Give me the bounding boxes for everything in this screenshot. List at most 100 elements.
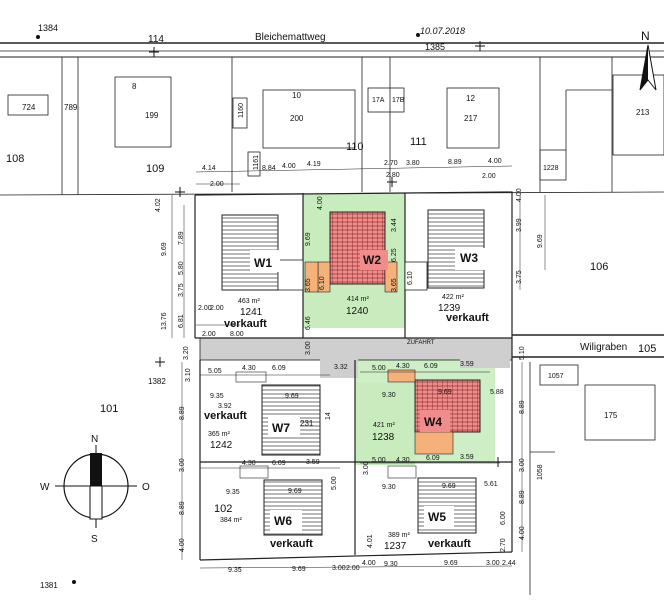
dim-9-35-a: 9.35	[210, 393, 224, 400]
lot-w5-parcel: 1237	[384, 541, 407, 552]
dim-3-92: 3.92	[218, 403, 232, 410]
house-17a: 17A	[372, 97, 385, 104]
dim-2-00-c: 2.00	[198, 305, 212, 312]
lot-w7-label: W7	[272, 421, 290, 435]
building-w7	[235, 371, 321, 456]
lot-w5-status: verkauft	[428, 538, 471, 550]
dim-6-81: 6.81	[178, 314, 185, 328]
lot-w5-area: 389 m²	[388, 532, 410, 539]
dim-6-09-a: 6.09	[272, 365, 286, 372]
dim-4-30-d: 4.30	[396, 457, 410, 464]
dim-3-99: 3.99	[516, 218, 523, 232]
dim-4-00-b: 4.00	[488, 158, 502, 165]
lot-w3-parcel: 1239	[438, 303, 461, 314]
parcel-724: 724	[22, 103, 36, 112]
dim-3-00-e: 3.00	[486, 560, 500, 567]
plan-date: 10.07.2018	[420, 26, 465, 36]
dim-9-69-d: 9.69	[285, 393, 299, 400]
dim-7-89: 7.89	[178, 231, 185, 245]
dim-2-44: 2.44	[502, 560, 516, 567]
lot-w2-area: 414 m²	[347, 296, 369, 303]
dimension-lines	[171, 165, 546, 569]
parcel-102: 102	[214, 503, 232, 515]
parcel-1057: 1057	[548, 373, 564, 380]
dim-3-00-f: 3.00	[519, 458, 526, 472]
dim-5-00-a: 5.00	[331, 476, 338, 490]
dim-9-69-g: 9.69	[438, 389, 452, 396]
dim-4-01: 4.01	[367, 534, 374, 548]
parcel-111: 111	[410, 136, 427, 148]
building-w1	[221, 214, 304, 291]
compass-w: W	[40, 482, 50, 493]
dim-5-00-c: 5.00	[372, 457, 386, 464]
dim-4-00-g: 4.00	[519, 526, 526, 540]
dim-2-80: 2.80	[386, 172, 400, 179]
parcel-1058: 1058	[537, 464, 544, 480]
dim-9-69-f: 9.69	[292, 566, 306, 573]
dim-2-00-a: 2.00	[210, 181, 224, 188]
dim-8-89-a: 8.89	[448, 159, 462, 166]
dim-4-00-c: 4.00	[317, 196, 324, 210]
lot-w2-parcel: 1240	[346, 306, 369, 317]
dim-9-69-b: 9.69	[305, 232, 312, 246]
dim-6-09-c: 6.09	[424, 363, 438, 370]
street-bleichemattweg	[0, 42, 664, 58]
parcel-199: 199	[145, 111, 159, 120]
dim-9-69-h: 9.69	[442, 483, 456, 490]
dim-8-89-c: 8.89	[179, 501, 186, 515]
dim-4-02: 4.02	[155, 198, 162, 212]
dim-8-89-e: 8.89	[519, 490, 526, 504]
dim-4-19: 4.19	[307, 161, 321, 168]
dim-8-00: 8.00	[230, 331, 244, 338]
lot-w6-label: W6	[274, 514, 292, 528]
dim-9-69-i: 9.69	[444, 560, 458, 567]
lot-w1-label: W1	[254, 256, 272, 270]
dim-5-88: 5.88	[490, 389, 504, 396]
house-8: 8	[132, 82, 137, 91]
parcel-106: 106	[590, 261, 608, 273]
lot-w4-area: 421 m²	[373, 422, 395, 429]
building-w5	[387, 465, 477, 534]
parcel-1160: 1160	[238, 103, 245, 118]
compass-s: S	[91, 534, 98, 545]
street-name-top: Bleichemattweg	[255, 32, 326, 43]
house-17b: 17B	[392, 97, 405, 104]
dim-8-84: 8.84	[262, 165, 276, 172]
lot-w3-label: W3	[460, 251, 478, 265]
lot-w6-area: 384 m²	[220, 517, 242, 524]
dim-6-09-b: 6.09	[272, 460, 286, 467]
dim-4-30-b: 4.30	[242, 460, 256, 467]
dim-2-00-f: 2.00	[346, 565, 360, 572]
dim-6-10-b: 6.10	[407, 271, 414, 285]
dim-5-00-b: 5.00	[372, 365, 386, 372]
parcel-105: 105	[638, 343, 656, 355]
lot-w5-label: W5	[428, 510, 446, 524]
dim-3-32: 3.32	[334, 364, 348, 371]
lot-w7-inner-number: 231	[300, 419, 314, 428]
dim-2-00-b: 2.00	[482, 173, 496, 180]
access-road	[199, 337, 513, 361]
north-arrow-icon	[639, 44, 657, 91]
lot-w7-status: verkauft	[204, 410, 247, 422]
dim-3-59-c: 3.59	[460, 454, 474, 461]
compass-o: O	[142, 482, 150, 493]
dim-9-30-c: 9.30	[384, 561, 398, 568]
north-arrow-label: N	[641, 29, 650, 43]
dim-3-00-b: 3.00	[179, 458, 186, 472]
dim-5-10: 5.10	[519, 346, 526, 360]
parcel-200: 200	[290, 114, 304, 123]
parcel-108: 108	[6, 153, 24, 165]
dim-3-44: 3.44	[391, 218, 398, 232]
parcel-1381: 1381	[40, 581, 58, 590]
dim-9-30-a: 9.30	[382, 392, 396, 399]
lot-w7-parcel: 1242	[210, 440, 233, 451]
building-w3	[404, 209, 487, 291]
building-w6	[239, 465, 323, 536]
dim-3-65-a: 3.65	[305, 278, 312, 292]
dim-3-59-b: 3.59	[460, 361, 474, 368]
parcel-217: 217	[464, 114, 478, 123]
dim-9-35-b: 9.35	[226, 489, 240, 496]
dim-9-35-c: 9.35	[228, 567, 242, 574]
compass-n: N	[91, 434, 98, 445]
lot-w2-label: W2	[363, 253, 381, 267]
